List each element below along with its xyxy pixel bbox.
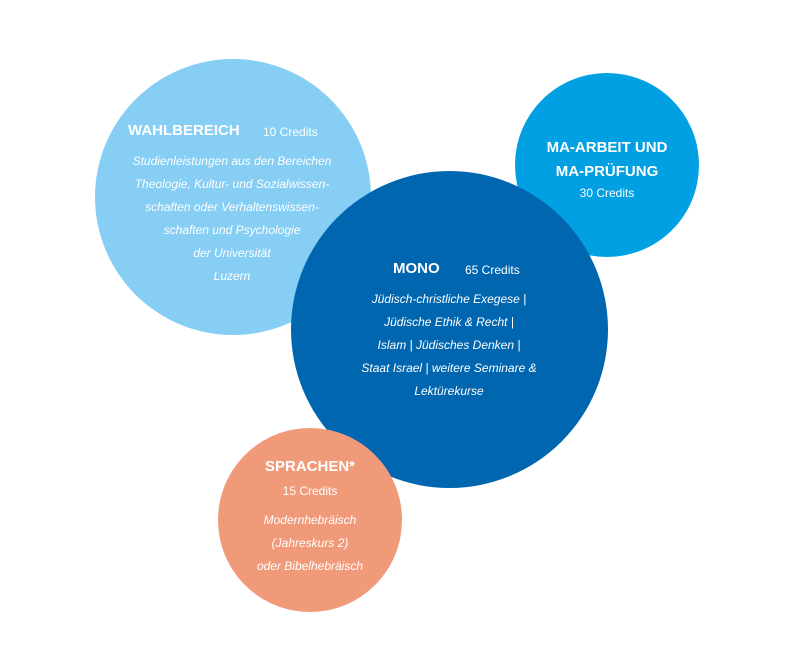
description-line: oder Bibelhebräisch: [256, 559, 364, 573]
sprachen-description: Modernhebräisch (Jahreskurs 2) oder Bibe…: [230, 509, 390, 578]
mono-credits: 65 Credits: [465, 263, 520, 277]
description-line: Staat Israel | weitere Seminare &: [361, 361, 537, 375]
description-line: Luzern: [213, 269, 251, 283]
description-line: Lektürekurse: [414, 384, 484, 398]
mono-description: Jüdisch-christliche Exegese | Jüdische E…: [309, 288, 589, 403]
title-line: MA-PRÜFUNG: [555, 163, 659, 180]
sprachen-title: SPRACHEN*: [264, 458, 355, 475]
description-line: Jüdisch-christliche Exegese |: [371, 292, 527, 306]
description-line: Islam | Jüdisches Denken |: [377, 338, 521, 352]
description-line: Studienleistungen aus den Bereichen: [132, 154, 332, 168]
sprachen-circle: [218, 428, 402, 612]
description-line: Modernhebräisch: [263, 513, 357, 527]
description-line: der Universität: [193, 246, 271, 260]
sprachen-credits: 15 Credits: [282, 484, 338, 498]
description-line: Theologie, Kultur- und Sozialwissen-: [134, 177, 330, 191]
mono-title: MONO: [393, 260, 440, 277]
description-line: Jüdische Ethik & Recht |: [384, 315, 514, 329]
ma-arbeit-title: MA-ARBEIT UND MA-PRÜFUNG: [526, 136, 688, 184]
title-line: MA-ARBEIT UND: [546, 139, 668, 156]
description-line: schaften und Psychologie: [163, 223, 301, 237]
wahlbereich-description: Studienleistungen aus den Bereichen Theo…: [82, 150, 382, 288]
wahlbereich-credits: 10 Credits: [263, 125, 318, 139]
ma-arbeit-credits: 30 Credits: [579, 186, 635, 200]
wahlbereich-title: WAHLBEREICH: [128, 122, 240, 139]
description-line: (Jahreskurs 2): [271, 536, 349, 550]
description-line: schaften oder Verhaltenswissen-: [145, 200, 319, 214]
